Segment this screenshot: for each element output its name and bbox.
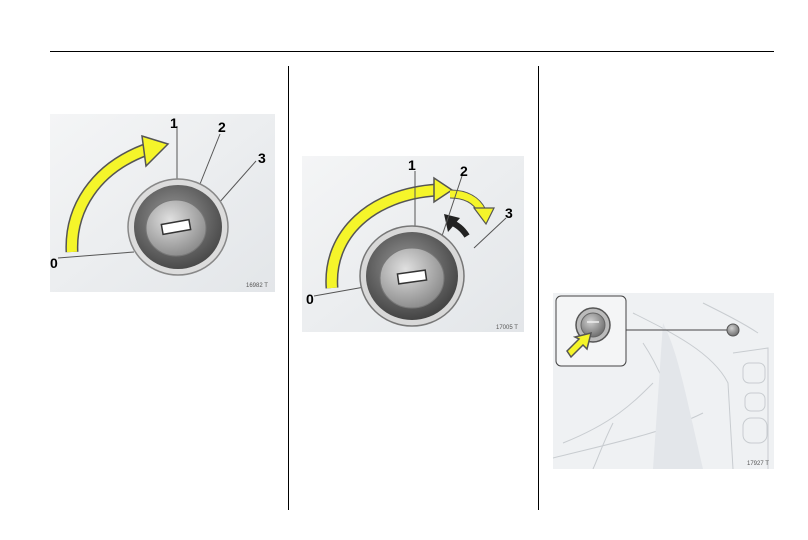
top-rule <box>50 51 774 52</box>
position-label-1: 1 <box>408 157 416 173</box>
start-button-icon <box>726 323 740 337</box>
position-label-2: 2 <box>218 119 226 135</box>
yellow-curved-arrow-icon <box>65 134 170 253</box>
position-label-1: 1 <box>170 115 178 131</box>
position-label-3: 3 <box>505 205 513 221</box>
column-divider-2 <box>538 66 539 510</box>
position-label-0: 0 <box>306 291 314 307</box>
ignition-switch-figure-2: 1 2 3 0 17005 T <box>302 156 524 332</box>
figure-code: 16982 T <box>246 283 268 289</box>
start-button-icon <box>575 307 611 343</box>
ignition-lock-icon <box>359 225 465 327</box>
ignition-switch-figure-1: 1 2 3 0 16982 T <box>50 114 275 292</box>
position-label-3: 3 <box>258 150 266 166</box>
column-divider-1 <box>288 66 289 510</box>
position-label-0: 0 <box>50 255 58 271</box>
figure-code: 17927 T <box>747 461 769 467</box>
figure-code: 17005 T <box>496 325 518 331</box>
position-label-2: 2 <box>460 163 468 179</box>
start-button-figure: 17927 T <box>553 293 774 469</box>
yellow-push-arrow-icon <box>566 331 593 359</box>
ignition-lock-icon <box>127 178 229 276</box>
